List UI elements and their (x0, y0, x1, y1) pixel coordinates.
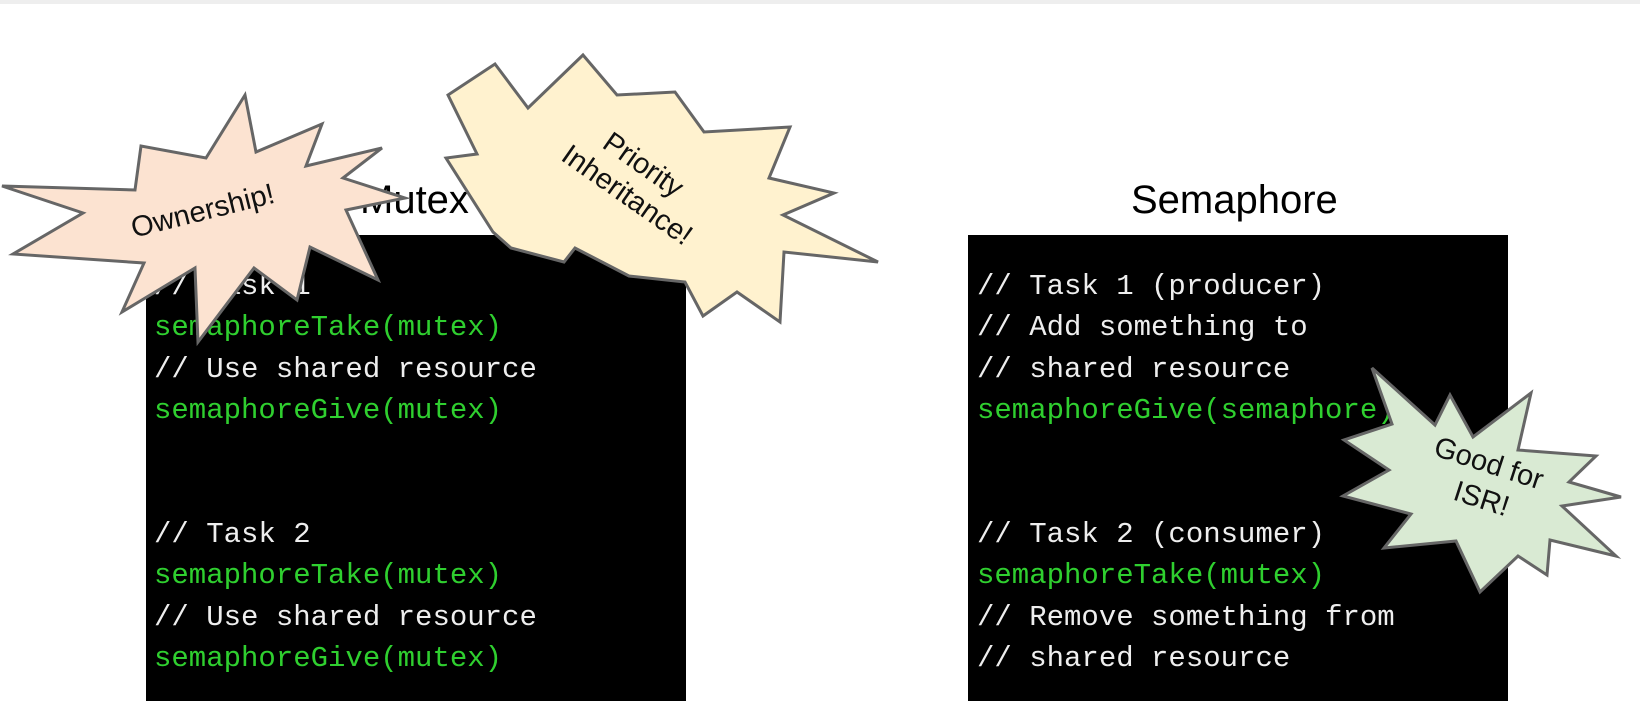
mutex-code-line-4: semaphoreGive(mutex) (154, 394, 503, 427)
semaphore-code-line-3: // shared resource (977, 353, 1291, 386)
mutex-code-line-8: semaphoreGive(mutex) (154, 642, 503, 675)
semaphore-code-line-5: // Task 2 (consumer) (977, 518, 1326, 551)
semaphore-code-line-8: // shared resource (977, 642, 1291, 675)
isr-burst-shape (1339, 366, 1622, 595)
mutex-code-line-3: // Use shared resource (154, 353, 537, 386)
ownership-burst-shape (1, 90, 411, 347)
semaphore-code-line-4: semaphoreGive(semaphore) (977, 394, 1395, 427)
semaphore-code-line-7: // Remove something from (977, 601, 1395, 634)
semaphore-code-line-6: semaphoreTake(mutex) (977, 559, 1326, 592)
mutex-code-line-6: semaphoreTake(mutex) (154, 559, 503, 592)
top-border-strip (0, 0, 1640, 4)
semaphore-title: Semaphore (1131, 178, 1338, 222)
mutex-code-block: // Task 1 semaphoreTake(mutex) // Use sh… (146, 235, 686, 701)
semaphore-code-line-2: // Add something to (977, 311, 1308, 344)
priority-inheritance-burst-shape (443, 52, 879, 325)
mutex-code-line-7: // Use shared resource (154, 601, 537, 634)
semaphore-code-line-1: // Task 1 (producer) (977, 270, 1326, 303)
mutex-code-line-5: // Task 2 (154, 518, 311, 551)
